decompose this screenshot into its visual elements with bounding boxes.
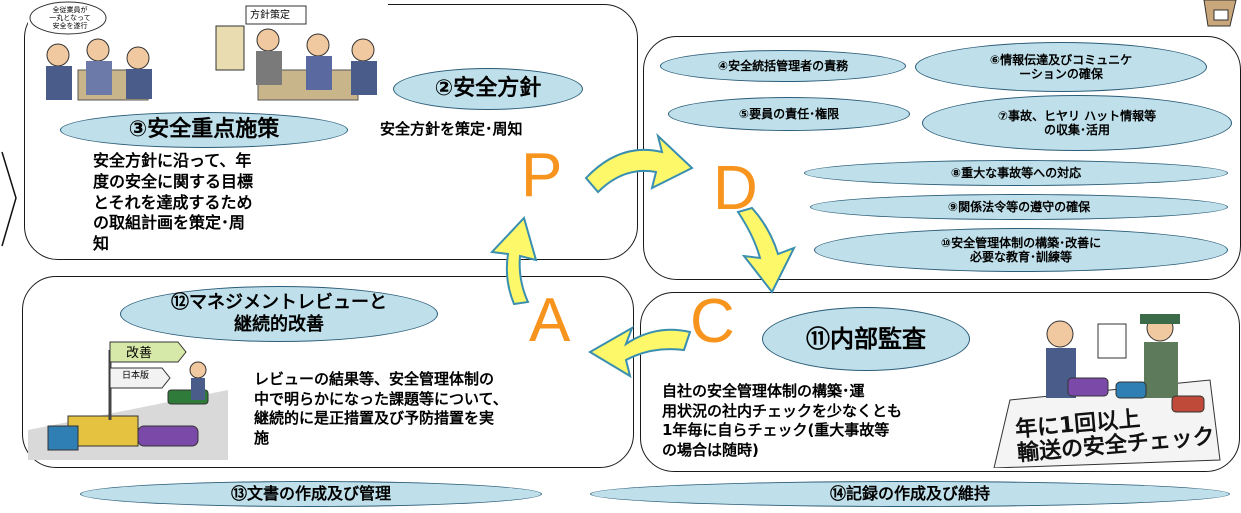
a-letter: A [529, 286, 571, 355]
do-item-8: ⑧重大な事故等への対応 [804, 160, 1228, 186]
do-item-6: ⑥情報伝達及びコミュニケ ーションの確保 [915, 42, 1207, 92]
priority-text: 安全方針に沿って、年 度の安全に関する目標 とそれを達成するため の取組計画を策… [93, 151, 254, 254]
check-text: 自社の安全管理体制の構築･運 用状況の社内チェックを少なくとも 1年毎に自らチェ… [662, 382, 903, 459]
p-letter: P [521, 141, 563, 210]
act-sign2: 日本版 [122, 371, 150, 381]
do-item-7: ⑦事故、ヒヤリ ハット情報等 の収集･活用 [922, 95, 1232, 151]
plan-meeting-illustration [28, 0, 388, 120]
do-item-4: ④安全統括管理者の責務 [660, 50, 906, 82]
plan-illustration-sign1: 全従業員が 一丸となって 安全を遂行 [49, 6, 91, 31]
left-chevron-fragment [1, 151, 17, 247]
audit-ellipse: ⑪内部監査 [762, 307, 970, 371]
arrow-c-to-a [588, 325, 692, 379]
documents-ellipse: ⑬文書の作成及び管理 [80, 481, 542, 507]
arrow-a-to-p [489, 216, 538, 306]
top-right-figure-illustration [1203, 0, 1237, 27]
policy-ellipse: ②安全方針 [393, 68, 583, 110]
do-item-10: ⑩安全管理体制の構築･改善に 必要な教育･訓練等 [814, 228, 1228, 272]
do-item-9: ⑨関係法令等の遵守の確保 [810, 194, 1228, 220]
policy-text: 安全方針を策定･周知 [380, 120, 523, 138]
act-sign1: 改善 [126, 346, 153, 361]
review-ellipse: ⑫マネジメントレビューと 継続的改善 [120, 286, 438, 342]
arrow-d-to-c [736, 206, 797, 294]
check-inspection-illustration [993, 314, 1221, 468]
arrow-p-to-d [584, 132, 694, 194]
act-text: レビューの結果等、安全管理体制の 中で明らかになった課題等について、 継続的に是… [254, 370, 508, 447]
do-item-5: ⑤要員の責任･権限 [668, 97, 910, 131]
priority-ellipse: ③安全重点施策 [60, 112, 348, 148]
records-ellipse: ⑭記録の作成及び維持 [590, 481, 1230, 507]
plan-illustration-sign2: 方針策定 [250, 10, 290, 21]
act-road-illustration [28, 341, 228, 460]
c-letter: C [690, 287, 735, 356]
